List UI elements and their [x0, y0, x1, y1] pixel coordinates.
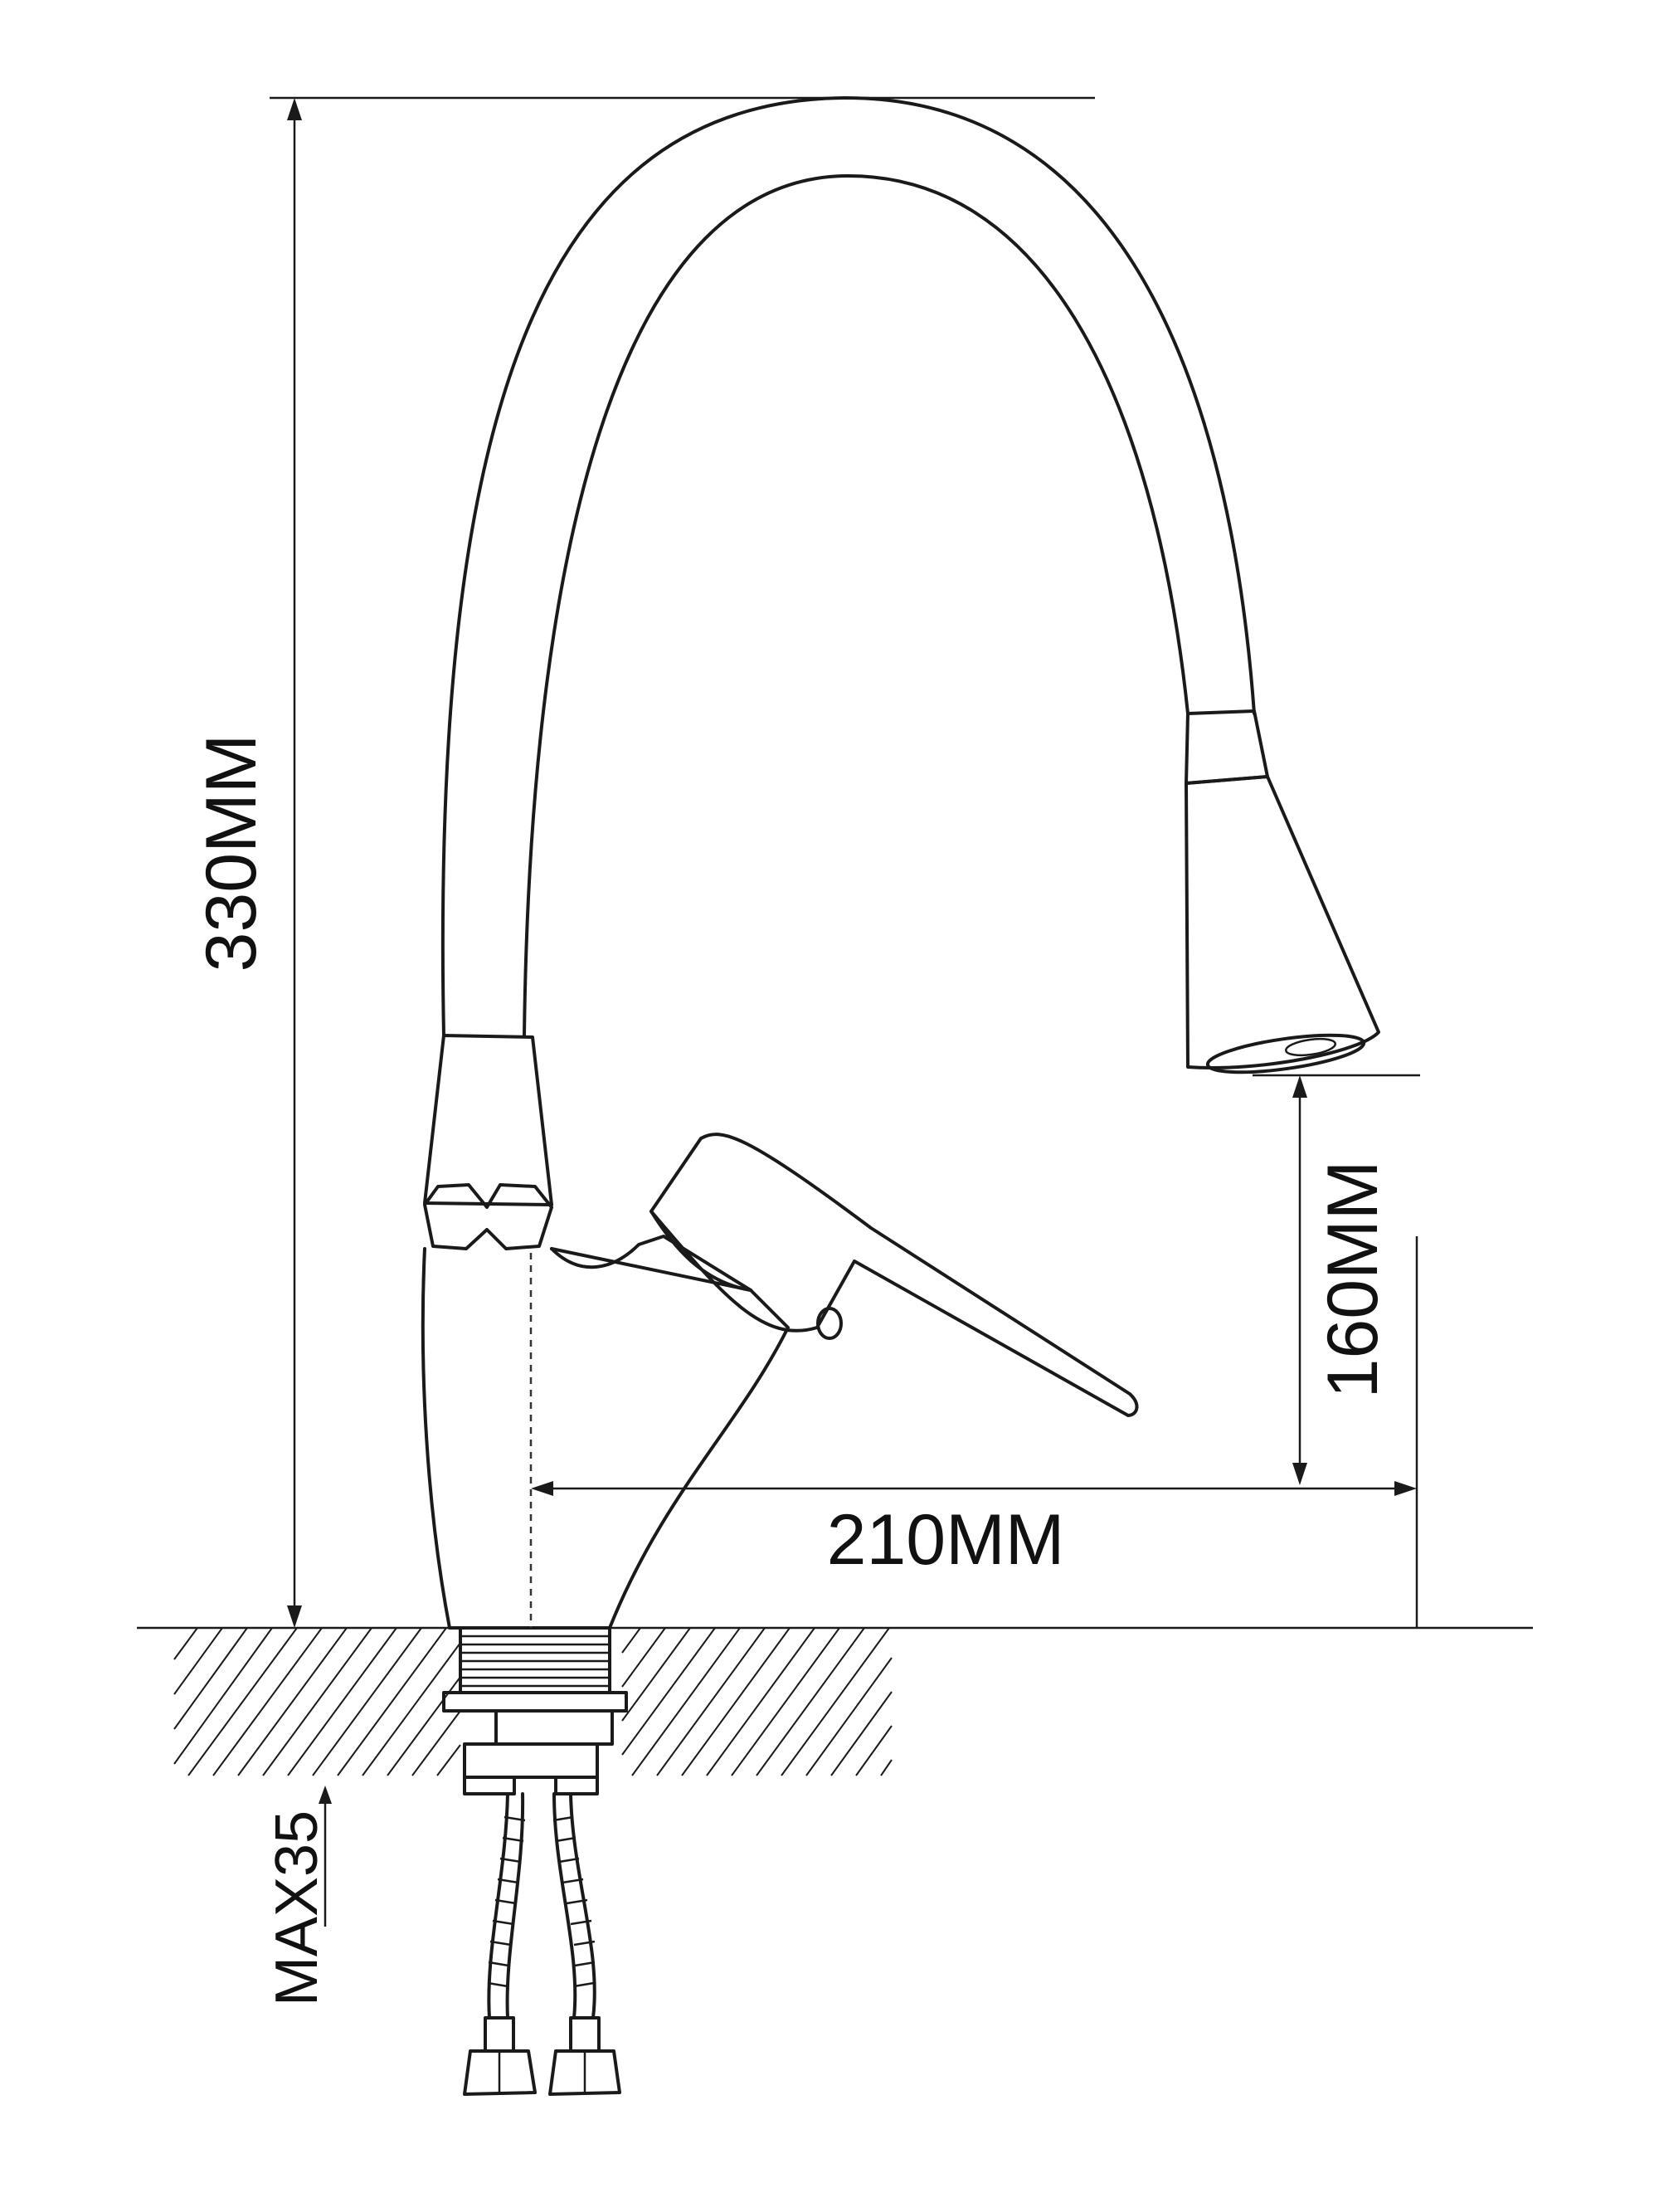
threaded-shank	[459, 1626, 611, 1694]
spout-height-dimension: 160MM	[1253, 1074, 1420, 1485]
mounting-nut	[442, 1691, 628, 1795]
spout-outer-edge	[440, 96, 1256, 1037]
faucet-main-body	[421, 1247, 790, 1630]
spray-head	[1185, 709, 1380, 1074]
max-thickness-label: MAX35	[264, 1810, 330, 2006]
reach-dimension: 210MM	[529, 1236, 1418, 1628]
lever-handle	[550, 1133, 1139, 1417]
countertop-hatching	[173, 1627, 893, 1776]
hex-nut	[423, 1183, 553, 1250]
height-label: 330MM	[192, 734, 271, 972]
spout-inner-edge	[523, 173, 1190, 1037]
faucet-body	[421, 96, 1380, 2096]
supply-hoses	[463, 1792, 621, 2096]
spout-height-label: 160MM	[1313, 1161, 1393, 1399]
max-thickness-dimension: MAX35	[264, 1786, 332, 2006]
countertop	[137, 1626, 1533, 1776]
reach-label: 210MM	[827, 1500, 1065, 1580]
height-dimension: 330MM	[192, 96, 1095, 1628]
spout-collar	[423, 1034, 553, 1250]
